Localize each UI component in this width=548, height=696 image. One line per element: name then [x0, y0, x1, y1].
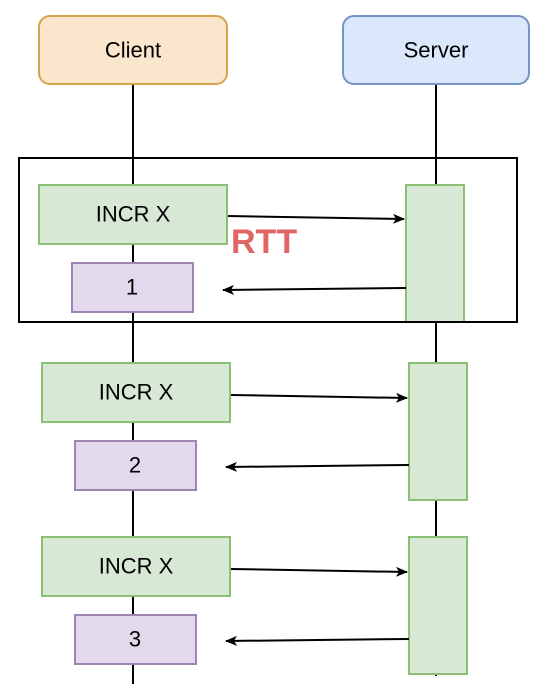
client-label: Client: [105, 38, 161, 63]
response-box-1: 1: [71, 262, 194, 313]
response-box-2: 2: [74, 440, 197, 491]
server-activation-2: [408, 362, 468, 501]
response-arrow-3: [225, 635, 410, 646]
request-label-2: INCR X: [99, 380, 174, 405]
server-activation-1: [405, 184, 465, 323]
server-label: Server: [404, 38, 469, 63]
request-box-3: INCR X: [41, 536, 231, 597]
exchange-1: INCR X 1: [38, 184, 465, 323]
response-box-3: 3: [74, 614, 197, 665]
exchange-3: INCR X 3: [41, 536, 468, 675]
server-participant: Server: [342, 15, 530, 85]
response-arrow-2: [225, 461, 410, 472]
request-arrow-1: [227, 213, 405, 224]
server-activation-3: [408, 536, 468, 675]
response-label-2: 2: [129, 453, 141, 478]
request-box-2: INCR X: [41, 362, 231, 423]
request-label-1: INCR X: [96, 202, 171, 227]
request-arrow-2: [230, 392, 408, 403]
rtt-label: RTT: [231, 223, 297, 261]
response-label-1: 1: [126, 275, 138, 300]
rtt-frame: [18, 157, 518, 323]
response-label-3: 3: [129, 627, 141, 652]
request-box-1: INCR X: [38, 184, 228, 245]
request-arrow-3: [230, 566, 408, 577]
client-participant: Client: [38, 15, 228, 85]
request-label-3: INCR X: [99, 554, 174, 579]
exchange-2: INCR X 2: [41, 362, 468, 501]
response-arrow-1: [222, 284, 407, 295]
